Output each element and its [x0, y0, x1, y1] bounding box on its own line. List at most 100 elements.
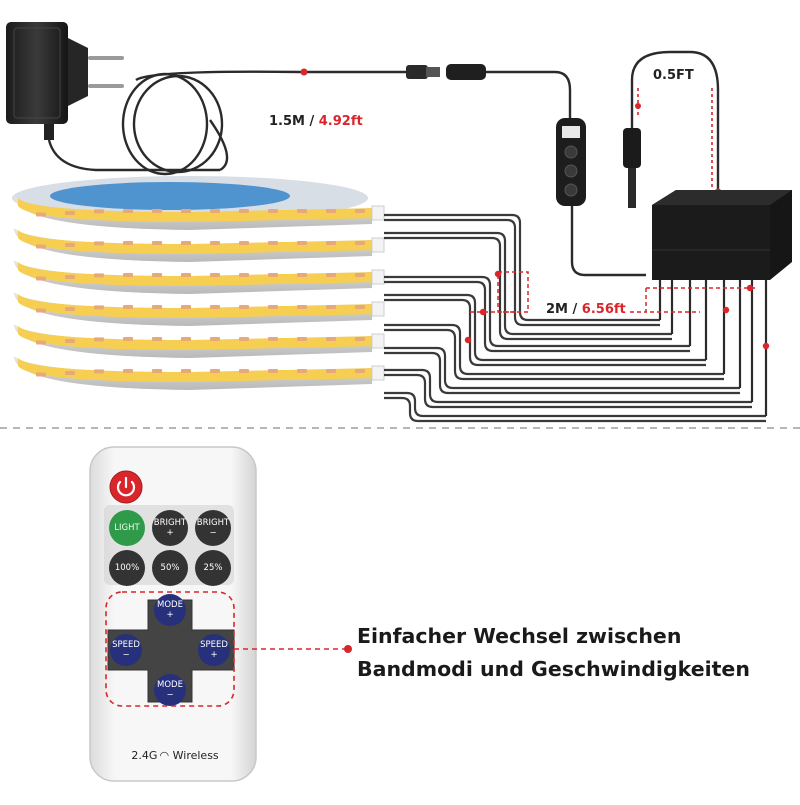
light-button[interactable] — [109, 510, 145, 546]
led-pad — [268, 337, 278, 341]
output-wire — [384, 298, 706, 367]
led-pad — [152, 337, 162, 341]
splitter-outputs — [658, 280, 768, 416]
led-pad — [355, 241, 365, 245]
led-pad — [65, 338, 75, 343]
main-cable-length-ft: 4.92ft — [318, 114, 363, 129]
mode-plus-button[interactable] — [154, 594, 186, 626]
led-pad — [268, 369, 278, 373]
led-pad — [36, 244, 46, 249]
bright-plus-button[interactable] — [152, 510, 188, 546]
led-pad — [268, 273, 278, 277]
output-wire — [384, 323, 724, 376]
led-pad — [152, 273, 162, 277]
output-wire — [384, 213, 660, 322]
led-pad — [210, 337, 220, 341]
led-pad — [123, 273, 133, 277]
led-pad — [181, 305, 191, 309]
led-pad — [210, 305, 220, 309]
led-pad — [268, 305, 278, 309]
led-reel — [14, 228, 385, 262]
led-pad — [123, 337, 133, 341]
output-wire — [384, 275, 690, 348]
strip-connector — [371, 237, 385, 253]
led-pad — [297, 209, 307, 213]
led-pad — [297, 305, 307, 309]
led-pad — [210, 209, 220, 213]
output-wire — [384, 293, 706, 362]
led-pad — [326, 305, 336, 309]
led-pad — [355, 369, 365, 373]
wireless-signal-icon: 2.4G ◠ Wireless — [131, 749, 219, 762]
led-pad — [268, 241, 278, 245]
feature-description: Einfacher Wechsel zwischen Bandmodi und … — [357, 620, 750, 686]
brightness-25-button[interactable] — [195, 550, 231, 586]
led-pad — [326, 273, 336, 277]
brightness-100-button[interactable] — [109, 550, 145, 586]
led-strip — [18, 198, 378, 222]
led-pad — [210, 273, 220, 277]
led-pad — [65, 210, 75, 215]
led-pad — [239, 369, 249, 373]
led-pad — [326, 241, 336, 245]
led-pad — [355, 305, 365, 309]
led-pad — [94, 337, 104, 342]
led-strip — [18, 294, 378, 318]
led-pad — [181, 209, 191, 213]
bright-minus-button[interactable] — [195, 510, 231, 546]
short-cable-length-label: 0.5FT — [650, 68, 697, 83]
short-cable — [630, 50, 720, 192]
led-pad — [94, 305, 104, 310]
wireless-label: 2.4G ◠ Wireless — [120, 749, 230, 762]
led-pad — [268, 209, 278, 213]
strip-connector — [371, 205, 385, 221]
led-pad — [123, 369, 133, 373]
led-strip — [18, 262, 378, 286]
reel-layer — [14, 356, 372, 390]
led-pad — [123, 305, 133, 309]
led-strip-reels — [12, 176, 385, 390]
measure-marks — [470, 271, 756, 313]
speed-minus-button[interactable] — [110, 634, 142, 666]
led-pad — [239, 209, 249, 213]
led-pad — [152, 305, 162, 309]
split-cable-length-m: 2M / — [546, 302, 582, 317]
led-pad — [65, 242, 75, 247]
barrel-plug — [623, 128, 641, 208]
reel-layer — [14, 260, 372, 294]
split-cable-length-ft: 6.56ft — [581, 302, 626, 317]
led-pad — [326, 337, 336, 341]
led-pad — [326, 369, 336, 373]
led-strip — [18, 358, 378, 382]
output-wire — [384, 373, 752, 409]
dc-connector — [406, 64, 486, 80]
led-reel — [14, 292, 385, 326]
led-pad — [94, 241, 104, 246]
output-wire — [384, 328, 724, 381]
led-reel — [14, 260, 385, 294]
led-pad — [123, 241, 133, 245]
led-pad — [210, 369, 220, 373]
led-pad — [36, 276, 46, 281]
led-pad — [297, 337, 307, 341]
output-wire — [384, 351, 740, 395]
output-wire — [384, 396, 766, 423]
led-pad — [181, 273, 191, 277]
led-pad — [355, 209, 365, 213]
output-wire — [384, 391, 766, 418]
led-strip — [18, 326, 378, 350]
output-wire — [384, 231, 672, 336]
main-cable-length-m: 1.5M / — [269, 114, 319, 129]
brightness-50-button[interactable] — [152, 550, 188, 586]
led-pad — [36, 212, 46, 217]
led-pad — [297, 369, 307, 373]
led-pad — [36, 372, 46, 377]
mode-minus-button[interactable] — [154, 674, 186, 706]
inline-controller — [556, 118, 586, 206]
led-pad — [297, 241, 307, 245]
led-pad — [297, 273, 307, 277]
speed-plus-button[interactable] — [198, 634, 230, 666]
led-pad — [36, 340, 46, 345]
led-reel — [14, 324, 385, 358]
